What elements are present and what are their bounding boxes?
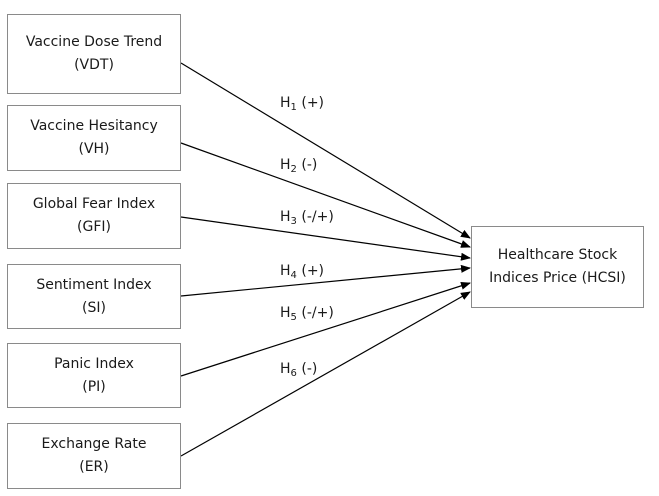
hypothesis-index: 4 — [290, 270, 297, 281]
variable-name: Global Fear Index — [32, 196, 156, 212]
hypothesis-sign: (-/+) — [301, 305, 334, 321]
variable-name: Panic Index — [54, 355, 134, 372]
arrow-h3 — [180, 216, 471, 261]
hypothesis-letter: H — [280, 263, 291, 279]
hypothesis-index: 6 — [290, 368, 297, 379]
hypothesis-label-h2: H2 (-) — [280, 157, 318, 175]
variable-abbrev: (VDT) — [74, 57, 114, 73]
arrow-h1 — [180, 62, 471, 239]
hypothesis-label-h6: H6 (-) — [280, 361, 318, 379]
variable-name: Vaccine Hesitancy — [30, 118, 158, 134]
variable-name: Exchange Rate — [41, 436, 147, 452]
arrow-h5 — [180, 281, 471, 377]
hypothesis-letter: H — [280, 157, 291, 173]
variable-name: Sentiment Index — [36, 276, 152, 293]
variable-box-vdt: Vaccine Dose Trend (VDT) — [7, 14, 181, 94]
hypothesis-label-h4: H4 (+) — [280, 263, 325, 281]
hypothesis-index: 3 — [290, 216, 297, 227]
hypothesis-letter: H — [280, 305, 291, 321]
arrow-h4 — [180, 264, 471, 297]
target-line-1: Healthcare Stock — [497, 247, 618, 263]
target-line-2: Indices Price (HCSI) — [489, 270, 626, 286]
hypothesis-sign: (-) — [301, 157, 318, 173]
hypothesis-sign: (-/+) — [301, 209, 334, 225]
variable-abbrev: (SI) — [82, 299, 106, 316]
hypothesis-letter: H — [280, 209, 291, 225]
arrow-h6 — [180, 291, 471, 457]
hypothesis-index: 1 — [290, 102, 297, 113]
variable-abbrev: (VH) — [78, 141, 110, 157]
variable-box-pi: Panic Index (PI) — [7, 343, 181, 408]
variable-abbrev: (PI) — [82, 378, 106, 395]
arrow-h2 — [180, 142, 471, 248]
hypothesis-index: 2 — [290, 164, 297, 175]
variable-name: Vaccine Dose Trend — [25, 34, 163, 50]
hypothesis-label-h1: H1 (+) — [280, 95, 325, 113]
variable-abbrev: (GFI) — [77, 219, 111, 235]
hypothesis-letter: H — [280, 361, 291, 377]
hypothesis-sign: (+) — [301, 263, 325, 279]
variable-box-si: Sentiment Index (SI) — [7, 264, 181, 329]
hypothesis-index: 5 — [290, 312, 297, 323]
hypothesis-sign: (-) — [301, 361, 318, 377]
target-box-hcsi: Healthcare Stock Indices Price (HCSI) — [471, 226, 644, 308]
hypothesis-letter: H — [280, 95, 291, 111]
hypothesis-label-h5: H5 (-/+) — [280, 305, 334, 323]
hypothesis-label-h3: H3 (-/+) — [280, 209, 334, 227]
hypothesis-sign: (+) — [301, 95, 325, 111]
variable-box-vh: Vaccine Hesitancy (VH) — [7, 105, 181, 171]
variable-box-gfi: Global Fear Index (GFI) — [7, 183, 181, 249]
variable-box-er: Exchange Rate (ER) — [7, 423, 181, 489]
variable-abbrev: (ER) — [79, 459, 109, 475]
